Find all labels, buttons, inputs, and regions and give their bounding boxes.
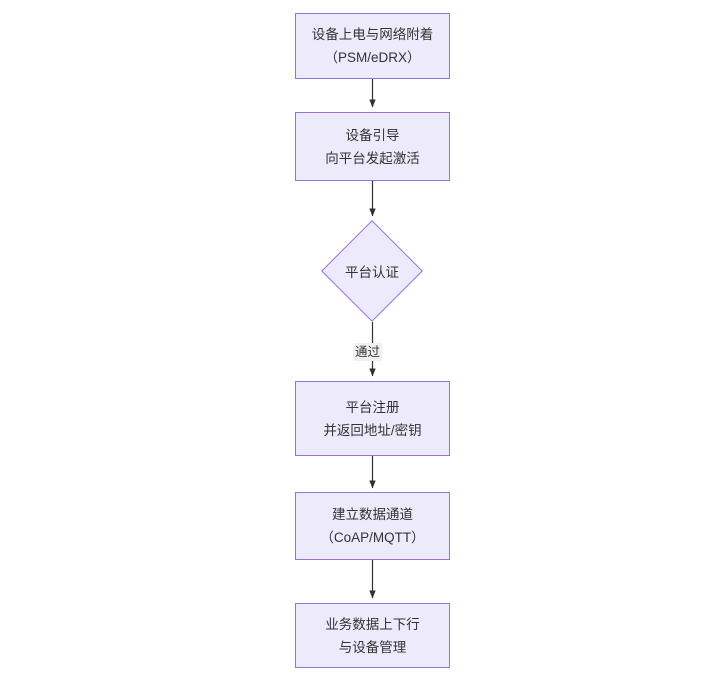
node-line: 平台注册 — [345, 399, 400, 415]
node-line: 并返回地址/密钥 — [323, 422, 422, 438]
node-business-data-flow[interactable]: 业务数据上下行 与设备管理 — [295, 603, 450, 668]
node-device-power-on[interactable]: 设备上电与网络附着 （PSM/eDRX） — [295, 13, 450, 79]
node-line: 设备引导 — [345, 127, 400, 143]
node-line: 平台认证 — [345, 265, 399, 280]
node-device-bootstrap[interactable]: 设备引导 向平台发起激活 — [295, 112, 450, 181]
node-line: 与设备管理 — [338, 639, 407, 655]
node-establish-data-channel[interactable]: 建立数据通道 （CoAP/MQTT） — [295, 492, 450, 560]
node-line: 建立数据通道 — [332, 507, 413, 522]
node-platform-register[interactable]: 平台注册 并返回地址/密钥 — [295, 381, 450, 456]
node-line: （CoAP/MQTT） — [320, 530, 425, 545]
node-line: 向平台发起激活 — [325, 150, 420, 166]
node-platform-auth-decision[interactable]: 平台认证 — [321, 220, 423, 322]
edge-label-pass: 通过 — [353, 343, 383, 361]
node-line: （PSM/eDRX） — [324, 50, 421, 65]
node-line: 设备上电与网络附着 — [311, 27, 434, 42]
edge-label-text: 通过 — [355, 345, 381, 359]
node-line: 业务数据上下行 — [325, 616, 420, 632]
